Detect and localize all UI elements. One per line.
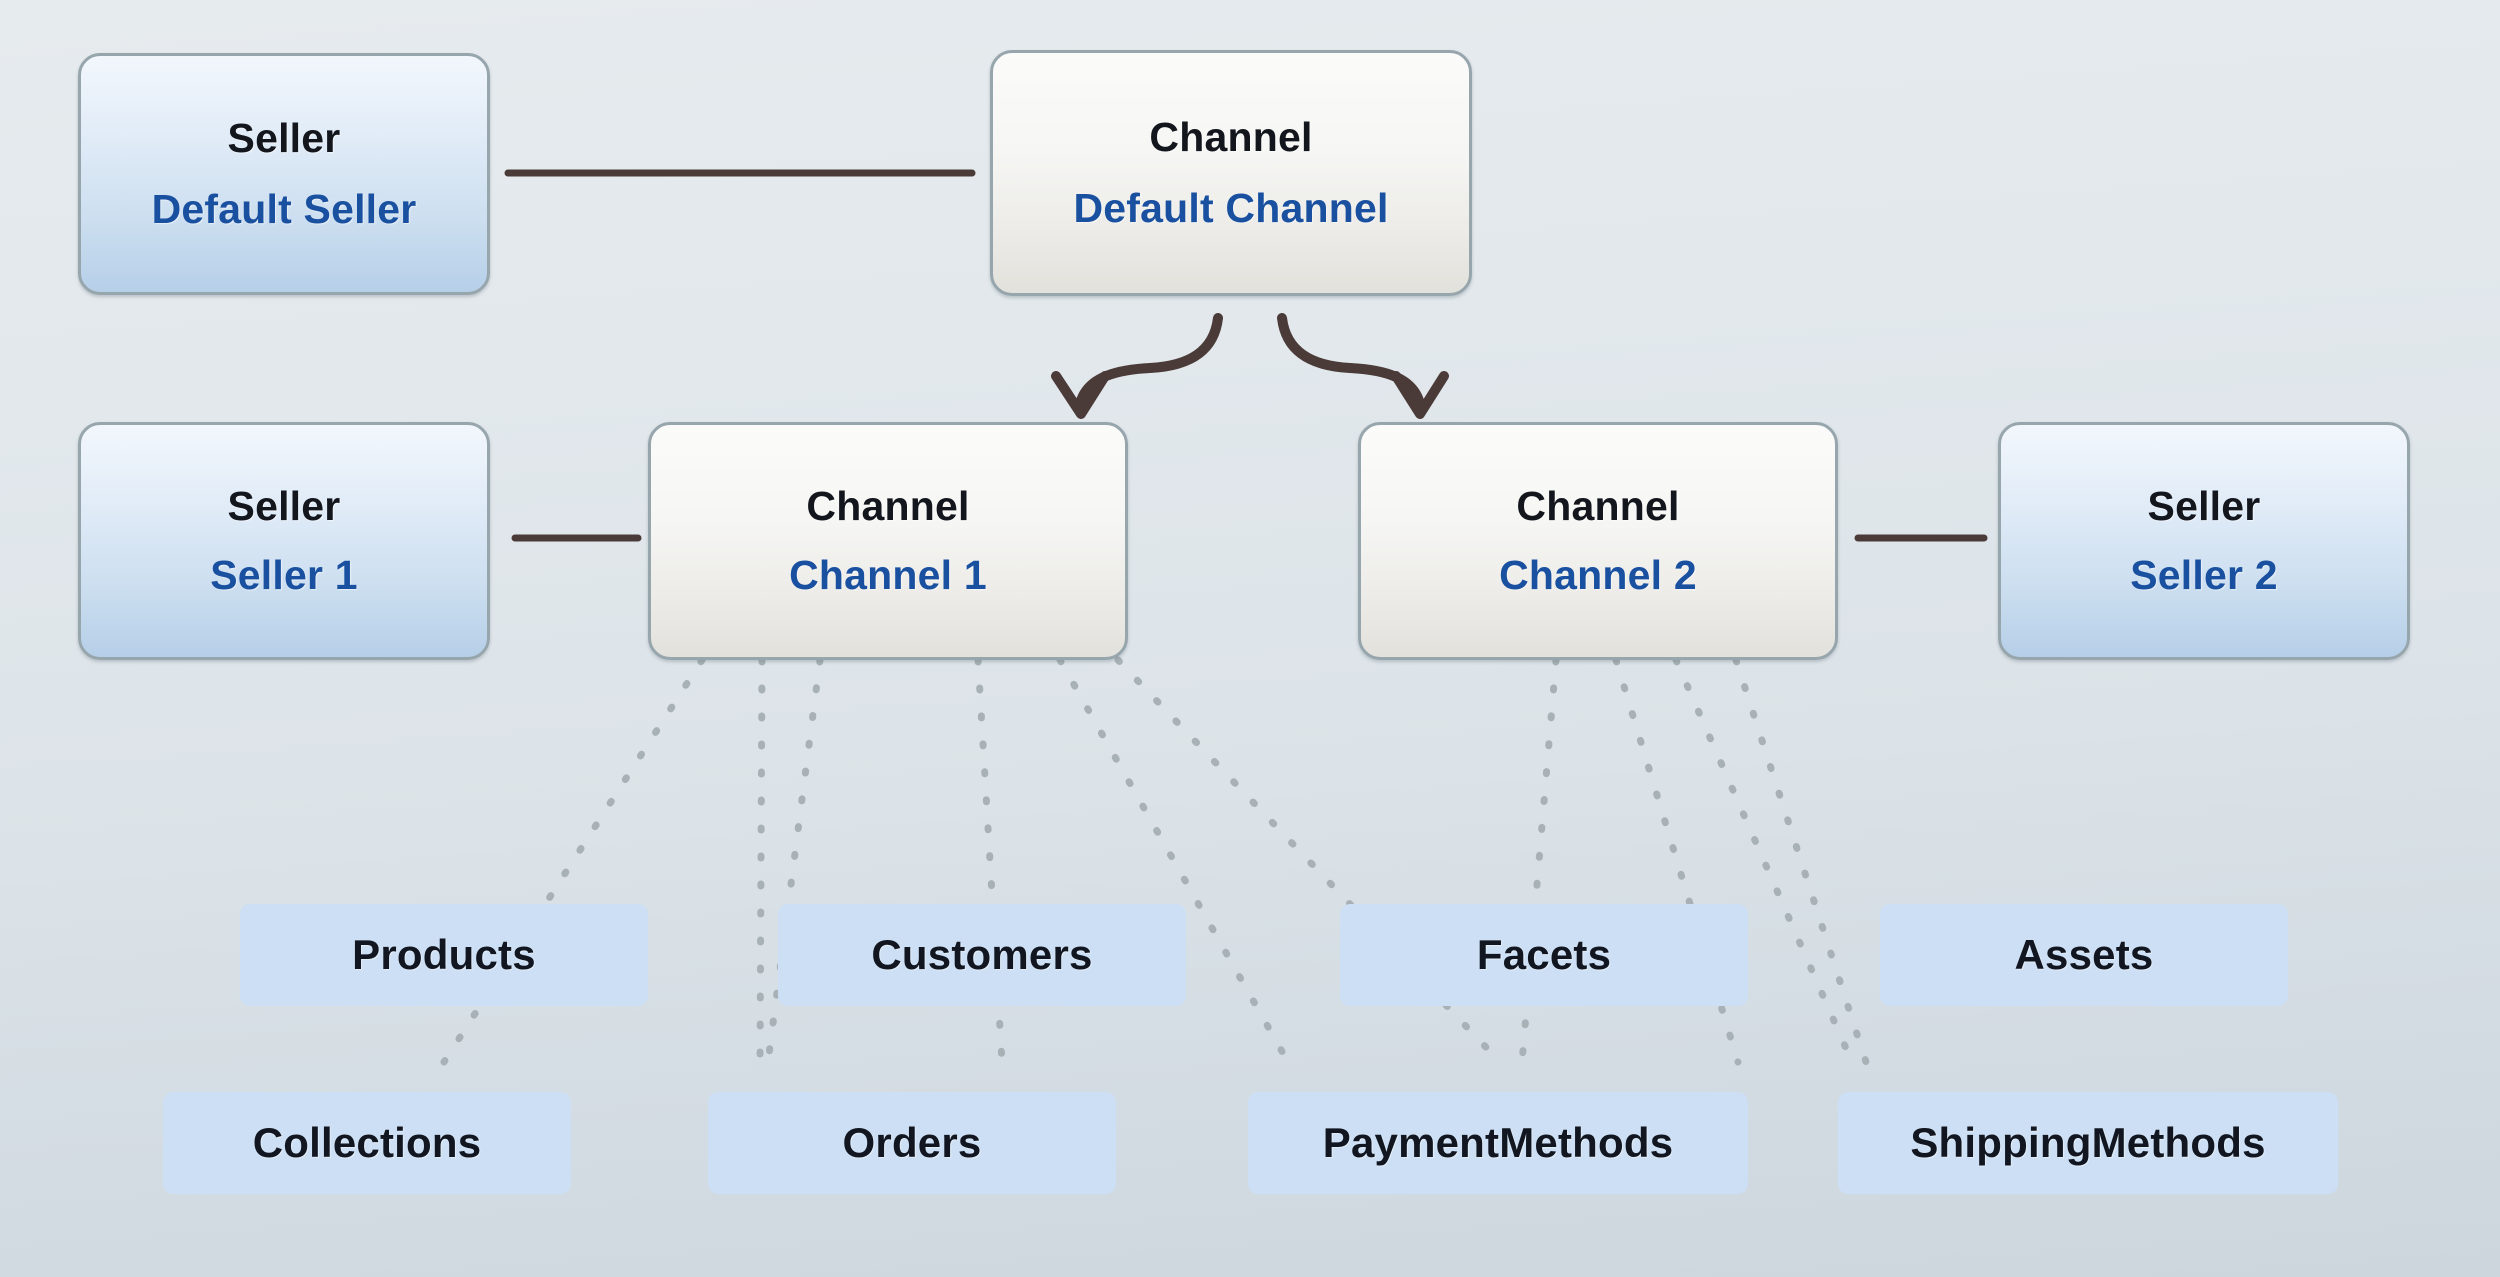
entity-chip-assets[interactable]: Assets	[1880, 904, 2288, 1006]
node-type-label: Seller	[227, 115, 341, 161]
dotted-link-channel2-shipping	[1732, 656, 1870, 1066]
node-name-label: Default Channel	[1073, 185, 1389, 231]
node-channel-2[interactable]: Channel Channel 2	[1358, 422, 1838, 660]
dotted-link-channel1-collections	[756, 656, 766, 1066]
entity-label: Assets	[2014, 931, 2154, 978]
entity-label: Facets	[1476, 931, 1612, 978]
node-type-label: Channel	[1149, 114, 1313, 160]
entity-chip-customers[interactable]: Customers	[778, 904, 1186, 1006]
entity-chip-collections[interactable]: Collections	[163, 1092, 571, 1194]
node-type-label: Seller	[2147, 483, 2261, 529]
node-name-label: Channel 1	[789, 552, 987, 598]
node-name-label: Default Seller	[151, 186, 417, 232]
entity-label: ShippingMethods	[1910, 1119, 2266, 1166]
entity-label: Collections	[252, 1119, 482, 1166]
node-type-label: Seller	[227, 483, 341, 529]
node-seller-2[interactable]: Seller Seller 2	[1998, 422, 2410, 660]
entity-chip-products[interactable]: Products	[240, 904, 648, 1006]
arrow-default-channel-to-channel2	[1277, 313, 1449, 419]
entity-chip-shippingmethods[interactable]: ShippingMethods	[1838, 1092, 2338, 1194]
node-name-label: Channel 2	[1499, 552, 1697, 598]
entity-label: Products	[352, 931, 536, 978]
node-name-label: Seller 2	[2130, 552, 2278, 598]
arrow-default-channel-to-channel1	[1051, 313, 1223, 419]
node-channel-1[interactable]: Channel Channel 1	[648, 422, 1128, 660]
entity-label: Customers	[871, 931, 1093, 978]
node-type-label: Channel	[1516, 483, 1680, 529]
node-default-channel[interactable]: Channel Default Channel	[990, 50, 1472, 296]
node-type-label: Channel	[806, 483, 970, 529]
node-name-label: Seller 1	[210, 552, 358, 598]
entity-chip-facets[interactable]: Facets	[1340, 904, 1748, 1006]
entity-label: PaymentMethods	[1322, 1119, 1674, 1166]
entity-label: Orders	[842, 1119, 982, 1166]
node-default-seller[interactable]: Seller Default Seller	[78, 53, 490, 295]
entity-chip-paymentmethods[interactable]: PaymentMethods	[1248, 1092, 1748, 1194]
node-seller-1[interactable]: Seller Seller 1	[78, 422, 490, 660]
entity-chip-orders[interactable]: Orders	[708, 1092, 1116, 1194]
